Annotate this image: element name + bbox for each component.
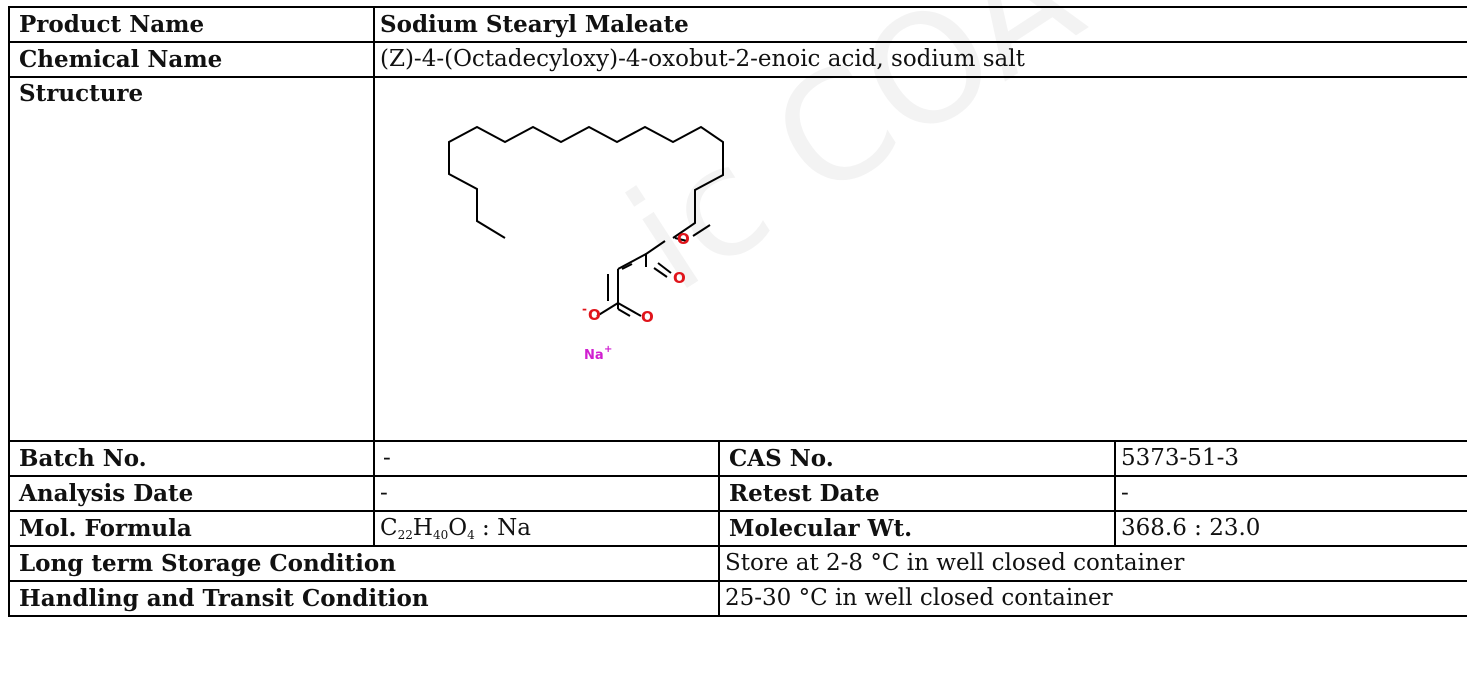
batch-label: Batch No. <box>8 440 375 477</box>
row-product-name: Product Name Sodium Stearyl Maleate <box>8 6 1467 43</box>
row-batch: Batch No. - CAS No. 5373-51-3 <box>8 440 1467 477</box>
row-analysis: Analysis Date - Retest Date - <box>8 475 1467 512</box>
formula-c: C <box>380 515 398 541</box>
cas-label: CAS No. <box>718 440 1116 477</box>
row-storage: Long term Storage Condition Store at 2-8… <box>8 545 1467 582</box>
atom-o-anion-charge: - <box>582 302 587 316</box>
atom-o-carbonyl-1: O <box>673 269 686 287</box>
row-formula: Mol. Formula C22H40O4 : Na Molecular Wt.… <box>8 510 1467 547</box>
atom-o-anion: O <box>588 306 601 324</box>
analysis-date-label: Analysis Date <box>8 475 375 512</box>
formula-value: C22H40O4 : Na <box>373 510 720 547</box>
product-name-value: Sodium Stearyl Maleate <box>372 6 1467 43</box>
retest-date-value: - <box>1113 475 1467 512</box>
structure-diagram: O O O - O Na + <box>448 125 724 363</box>
batch-value: - <box>373 440 720 477</box>
mol-wt-label: Molecular Wt. <box>718 510 1116 547</box>
atom-sodium: Na <box>584 348 604 363</box>
retest-date-label: Retest Date <box>718 475 1116 512</box>
formula-h-sub: 40 <box>432 528 449 542</box>
structure-label: Structure <box>8 76 375 442</box>
structure-cell: O O O - O Na + <box>372 76 1467 442</box>
storage-label: Long term Storage Condition <box>8 545 720 582</box>
formula-label: Mol. Formula <box>8 510 375 547</box>
formula-rest: : Na <box>474 515 531 541</box>
coa-table: Product Name Sodium Stearyl Maleate Chem… <box>8 6 1467 617</box>
handling-label: Handling and Transit Condition <box>8 580 720 617</box>
handling-value: 25-30 °C in well closed container <box>717 580 1467 617</box>
formula-o-sub: 4 <box>467 528 475 542</box>
atom-o-carbonyl-2: O <box>641 308 654 326</box>
mol-wt-value: 368.6 : 23.0 <box>1113 510 1467 547</box>
row-structure: Structure <box>8 76 1467 442</box>
formula-o: O <box>448 515 468 541</box>
storage-value: Store at 2-8 °C in well closed container <box>717 545 1467 582</box>
atom-o-ester: O <box>677 230 690 248</box>
row-handling: Handling and Transit Condition 25-30 °C … <box>8 580 1467 617</box>
molecule-bonds <box>448 125 724 317</box>
row-chemical-name: Chemical Name (Z)-4-(Octadecyloxy)-4-oxo… <box>8 41 1467 78</box>
cas-value: 5373-51-3 <box>1113 440 1467 477</box>
product-name-label: Product Name <box>8 6 375 43</box>
chemical-name-label: Chemical Name <box>8 41 375 78</box>
analysis-date-value: - <box>373 475 720 512</box>
formula-c-sub: 22 <box>397 528 413 542</box>
chemical-name-value: (Z)-4-(Octadecyloxy)-4-oxobut-2-enoic ac… <box>372 41 1467 78</box>
formula-h: H <box>412 515 433 541</box>
atom-sodium-charge: + <box>604 344 612 355</box>
